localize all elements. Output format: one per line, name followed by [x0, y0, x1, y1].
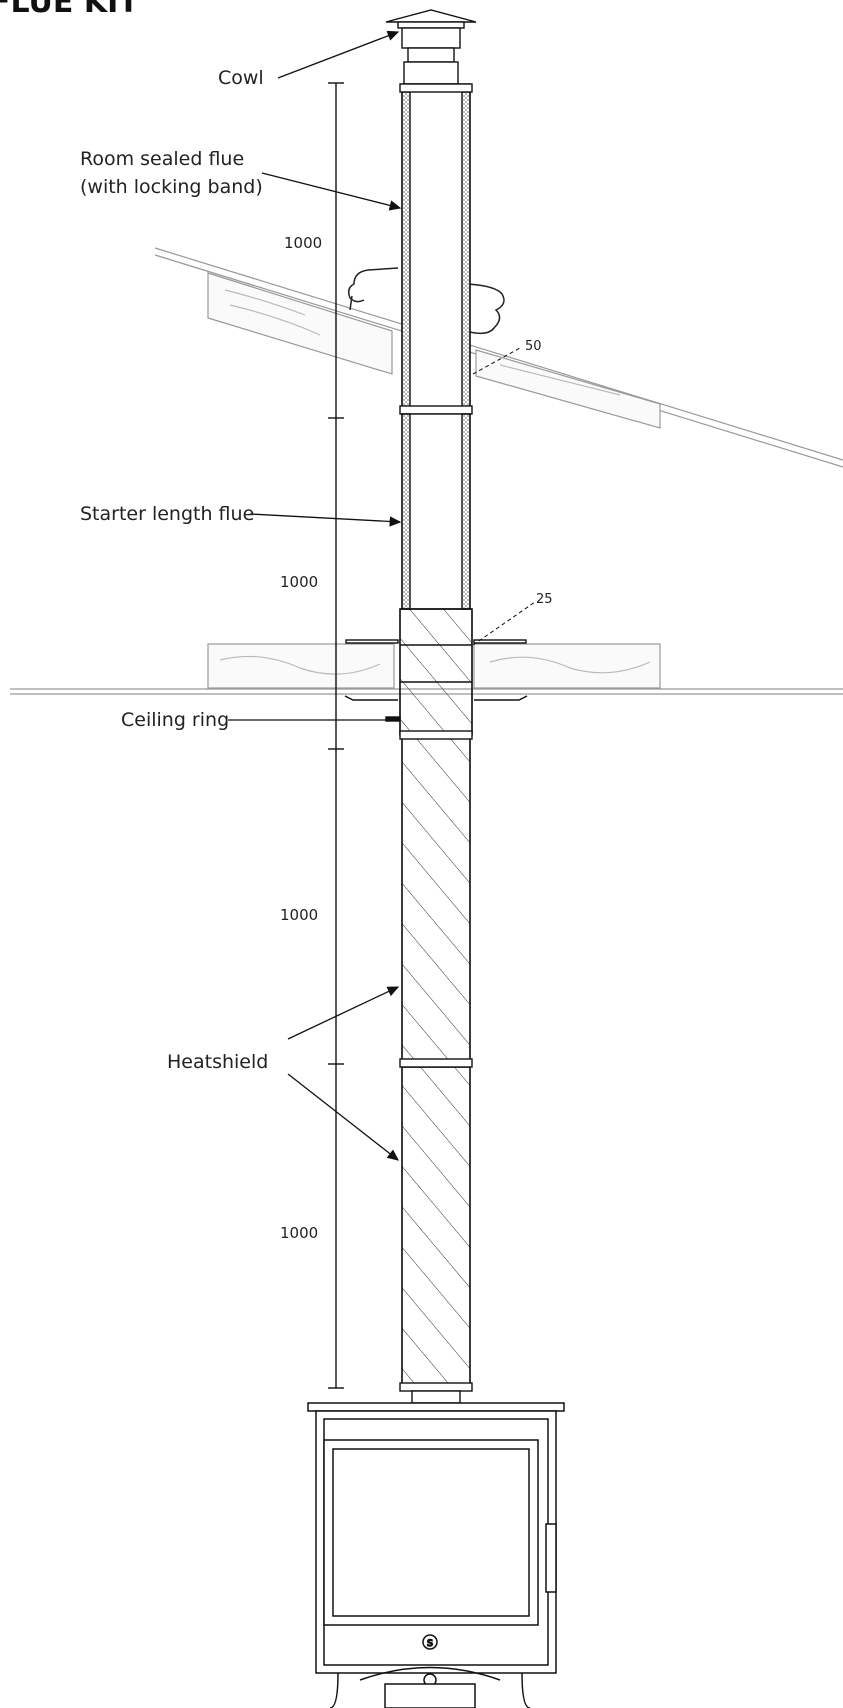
label-starter-length-flue: Starter length flue [80, 503, 254, 525]
label-cowl: Cowl [218, 67, 264, 89]
gap-leader [472, 347, 521, 375]
leader-arrow [249, 513, 402, 527]
leader-arrow [277, 30, 400, 79]
dimension-label: 1000 [280, 1224, 318, 1242]
leader-arrow [287, 1073, 400, 1161]
gap-leader [472, 601, 536, 646]
label-ceiling-ring: Ceiling ring [121, 709, 229, 731]
heatshield [399, 730, 473, 1404]
starter-length-flue [401, 413, 471, 610]
ceiling-ring [344, 608, 528, 736]
stove-logo: S [427, 1639, 433, 1649]
page-title: FLUE KIT [0, 0, 139, 20]
hand-icon [347, 267, 505, 363]
label-room-sealed-flue: Room sealed flue [80, 148, 244, 170]
gap-label: 25 [536, 592, 553, 607]
room-sealed-flue [399, 83, 473, 415]
gap-label: 50 [525, 339, 542, 354]
stove: S [307, 1402, 565, 1708]
dimension-label: 1000 [280, 906, 318, 924]
dimension-line [328, 82, 344, 1389]
leader-arrow [261, 172, 402, 211]
dimension-label: 1000 [284, 234, 322, 252]
dimension-label: 1000 [280, 573, 318, 591]
label-locking-band: (with locking band) [80, 176, 263, 198]
label-heatshield: Heatshield [167, 1051, 268, 1073]
ceiling [10, 643, 843, 695]
roof [154, 247, 843, 468]
cowl [385, 9, 477, 85]
leader-arrow [287, 986, 400, 1040]
